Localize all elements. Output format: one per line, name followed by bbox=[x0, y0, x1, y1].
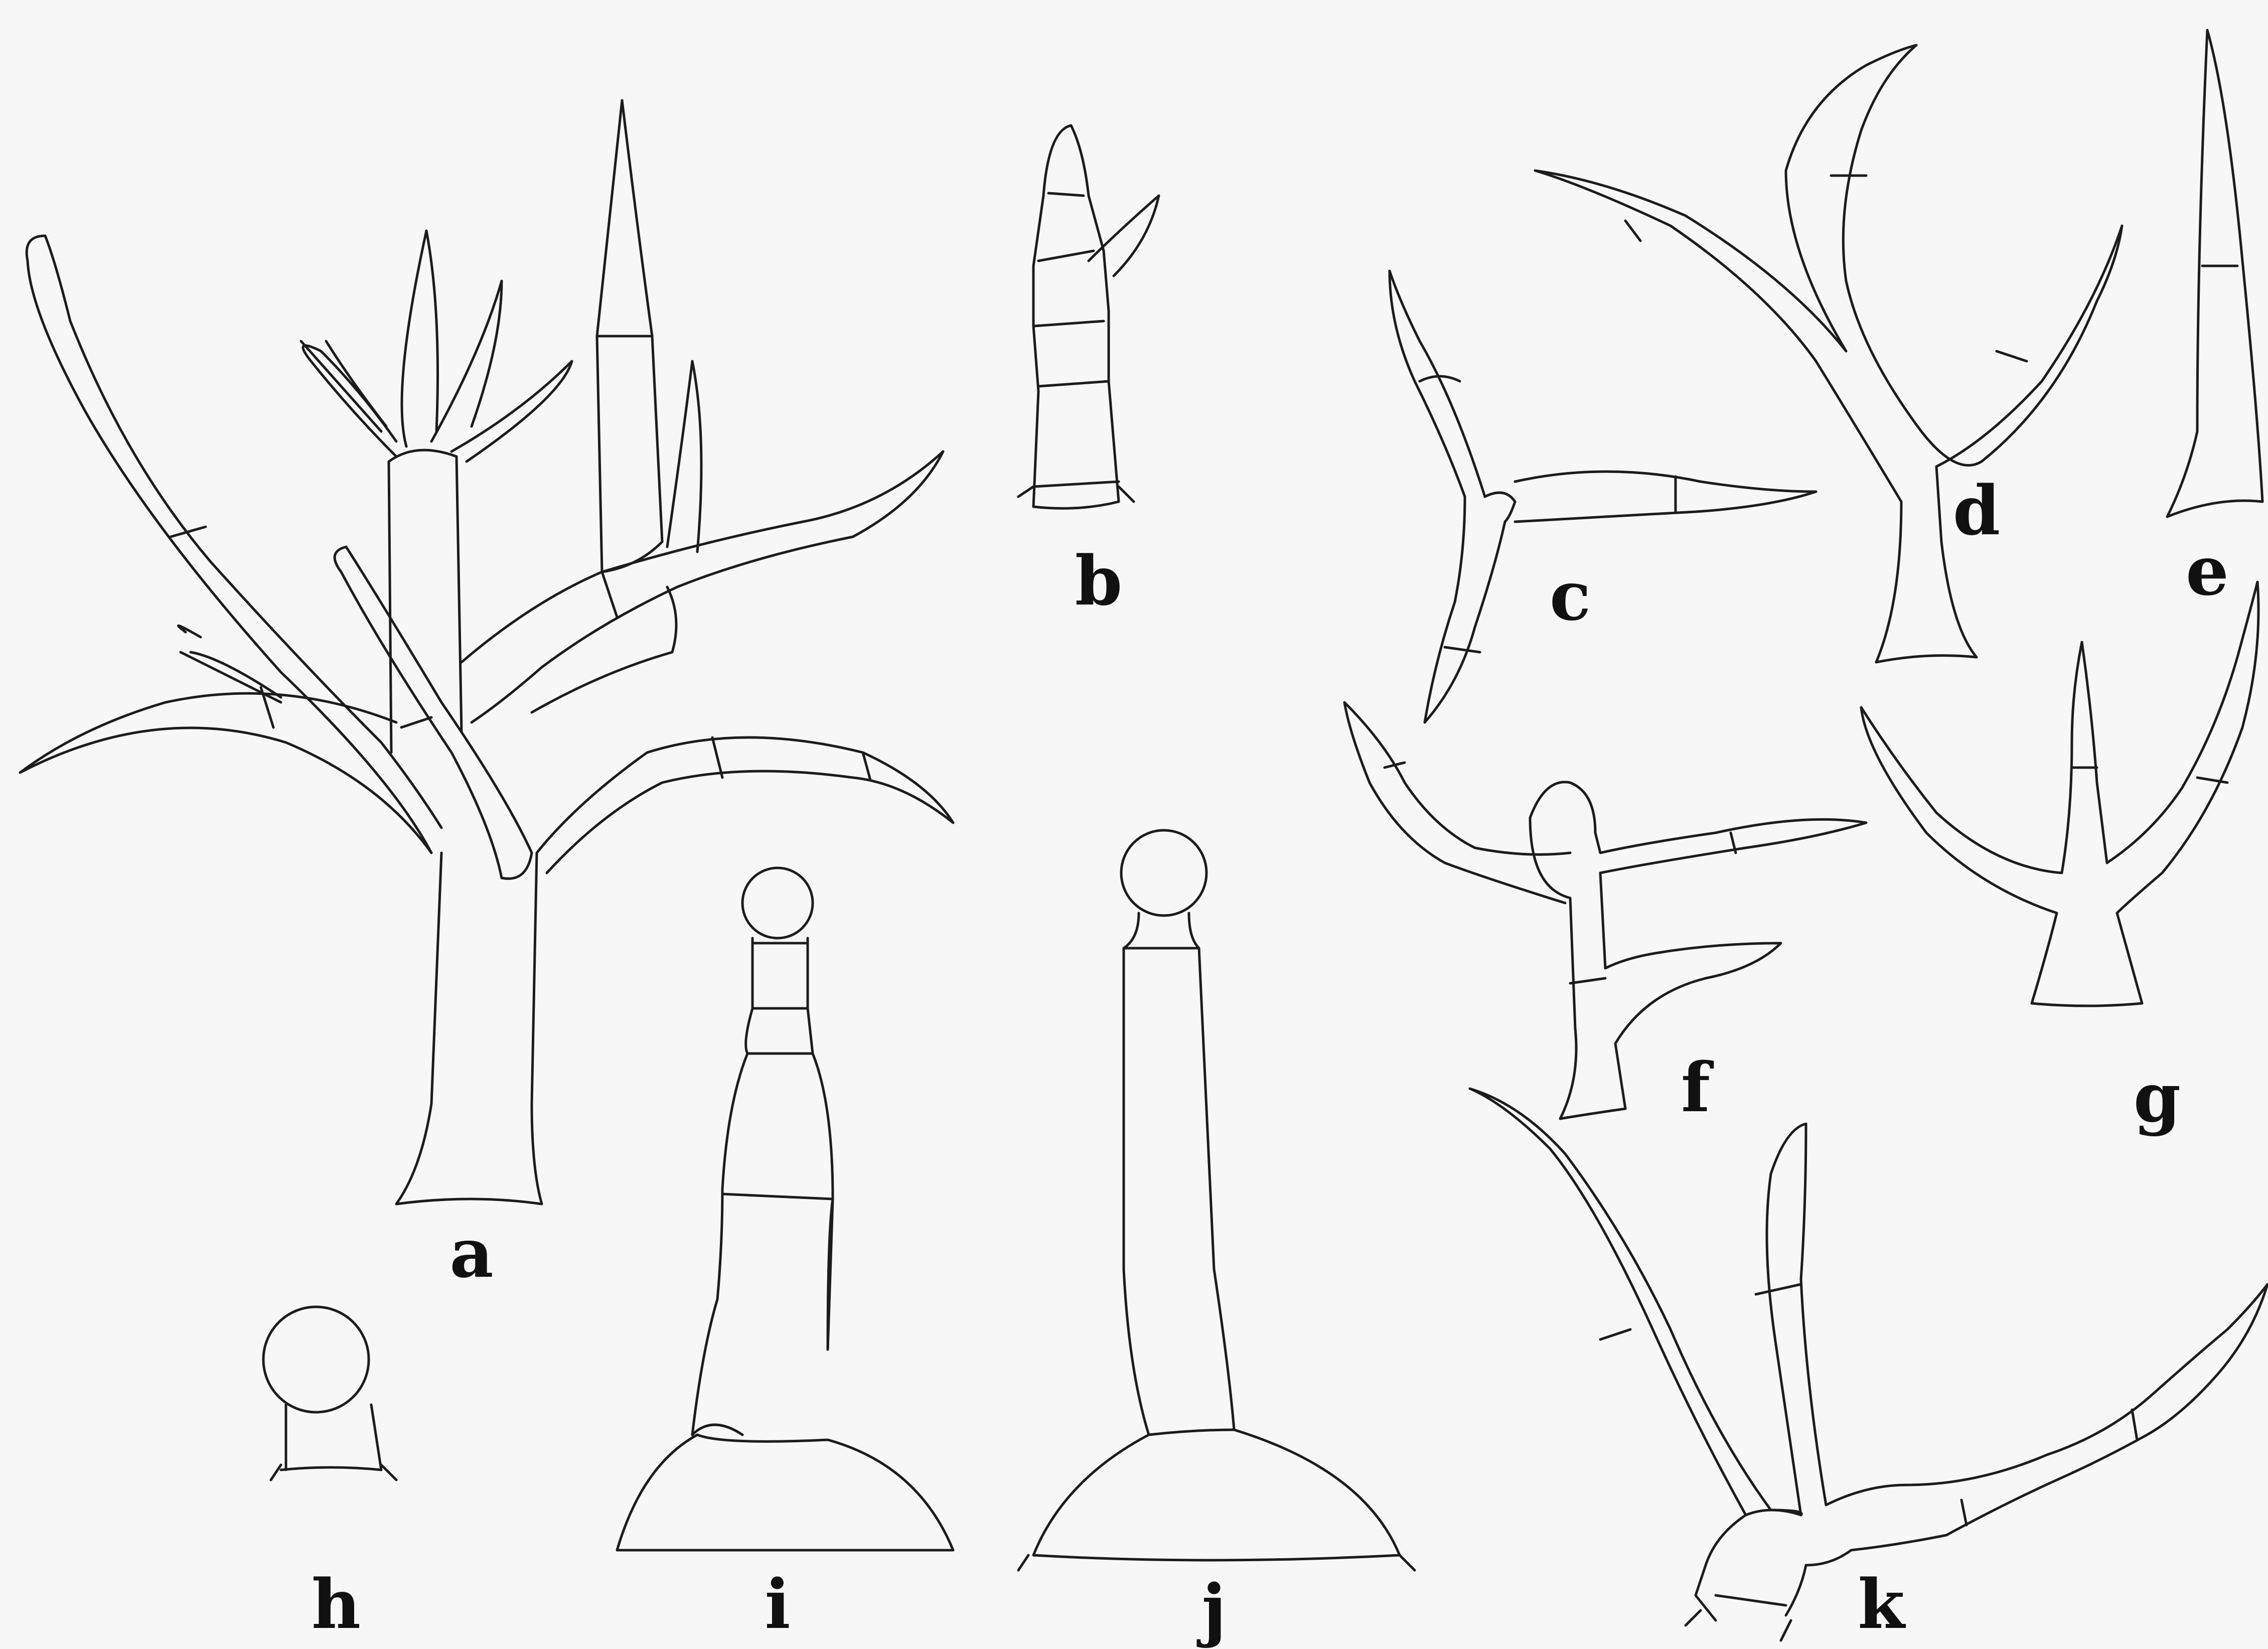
drawing-c-arms bbox=[1390, 271, 1485, 497]
drawing-e-outline bbox=[2167, 30, 2262, 517]
label-c: c bbox=[1550, 562, 1591, 630]
label-b: b bbox=[1075, 547, 1122, 615]
drawing-g-outline bbox=[1861, 582, 2258, 1006]
drawing-j-head bbox=[1121, 830, 1206, 916]
drawing-a-middle-branch bbox=[335, 547, 532, 878]
drawing-g bbox=[1861, 582, 2258, 1006]
drawing-i bbox=[617, 868, 953, 1550]
drawing-a-lower-right-branch bbox=[537, 737, 953, 873]
drawing-b bbox=[1018, 125, 1159, 508]
drawing-a-central-column bbox=[389, 450, 462, 753]
drawing-j bbox=[1018, 830, 1415, 1570]
drawing-d bbox=[1535, 45, 2122, 662]
drawing-e bbox=[2167, 30, 2262, 517]
drawing-d-stalk bbox=[1535, 45, 2122, 662]
label-j: j bbox=[1202, 1575, 1227, 1643]
drawing-k bbox=[1470, 1089, 2267, 1640]
drawing-j-base bbox=[1018, 1430, 1415, 1570]
label-a: a bbox=[449, 1219, 493, 1287]
label-e: e bbox=[2186, 537, 2229, 605]
label-k: k bbox=[1858, 1570, 1905, 1638]
drawing-a-lower-left-branch bbox=[20, 693, 431, 853]
drawing-a-left-long-branch bbox=[27, 236, 441, 853]
label-d: d bbox=[1953, 477, 2000, 544]
drawing-c bbox=[1390, 271, 1816, 722]
drawing-f bbox=[1344, 702, 1866, 1119]
label-i: i bbox=[765, 1570, 790, 1638]
drawing-k-outline bbox=[1470, 1089, 2267, 1620]
drawing-a bbox=[20, 100, 953, 1204]
drawing-i-base bbox=[617, 1435, 953, 1550]
drawing-a-right-arm bbox=[462, 452, 943, 722]
drawing-b-outline bbox=[1033, 125, 1119, 508]
drawing-i-column bbox=[692, 938, 833, 1435]
drawing-i-head bbox=[742, 868, 813, 938]
label-g: g bbox=[2134, 1064, 2181, 1131]
drawing-h bbox=[263, 1307, 396, 1480]
drawing-a-stalk bbox=[396, 853, 542, 1204]
label-f: f bbox=[1681, 1054, 1710, 1121]
drawing-h-head bbox=[263, 1307, 369, 1412]
label-h: h bbox=[312, 1570, 361, 1638]
drawing-j-column bbox=[1124, 913, 1234, 1435]
